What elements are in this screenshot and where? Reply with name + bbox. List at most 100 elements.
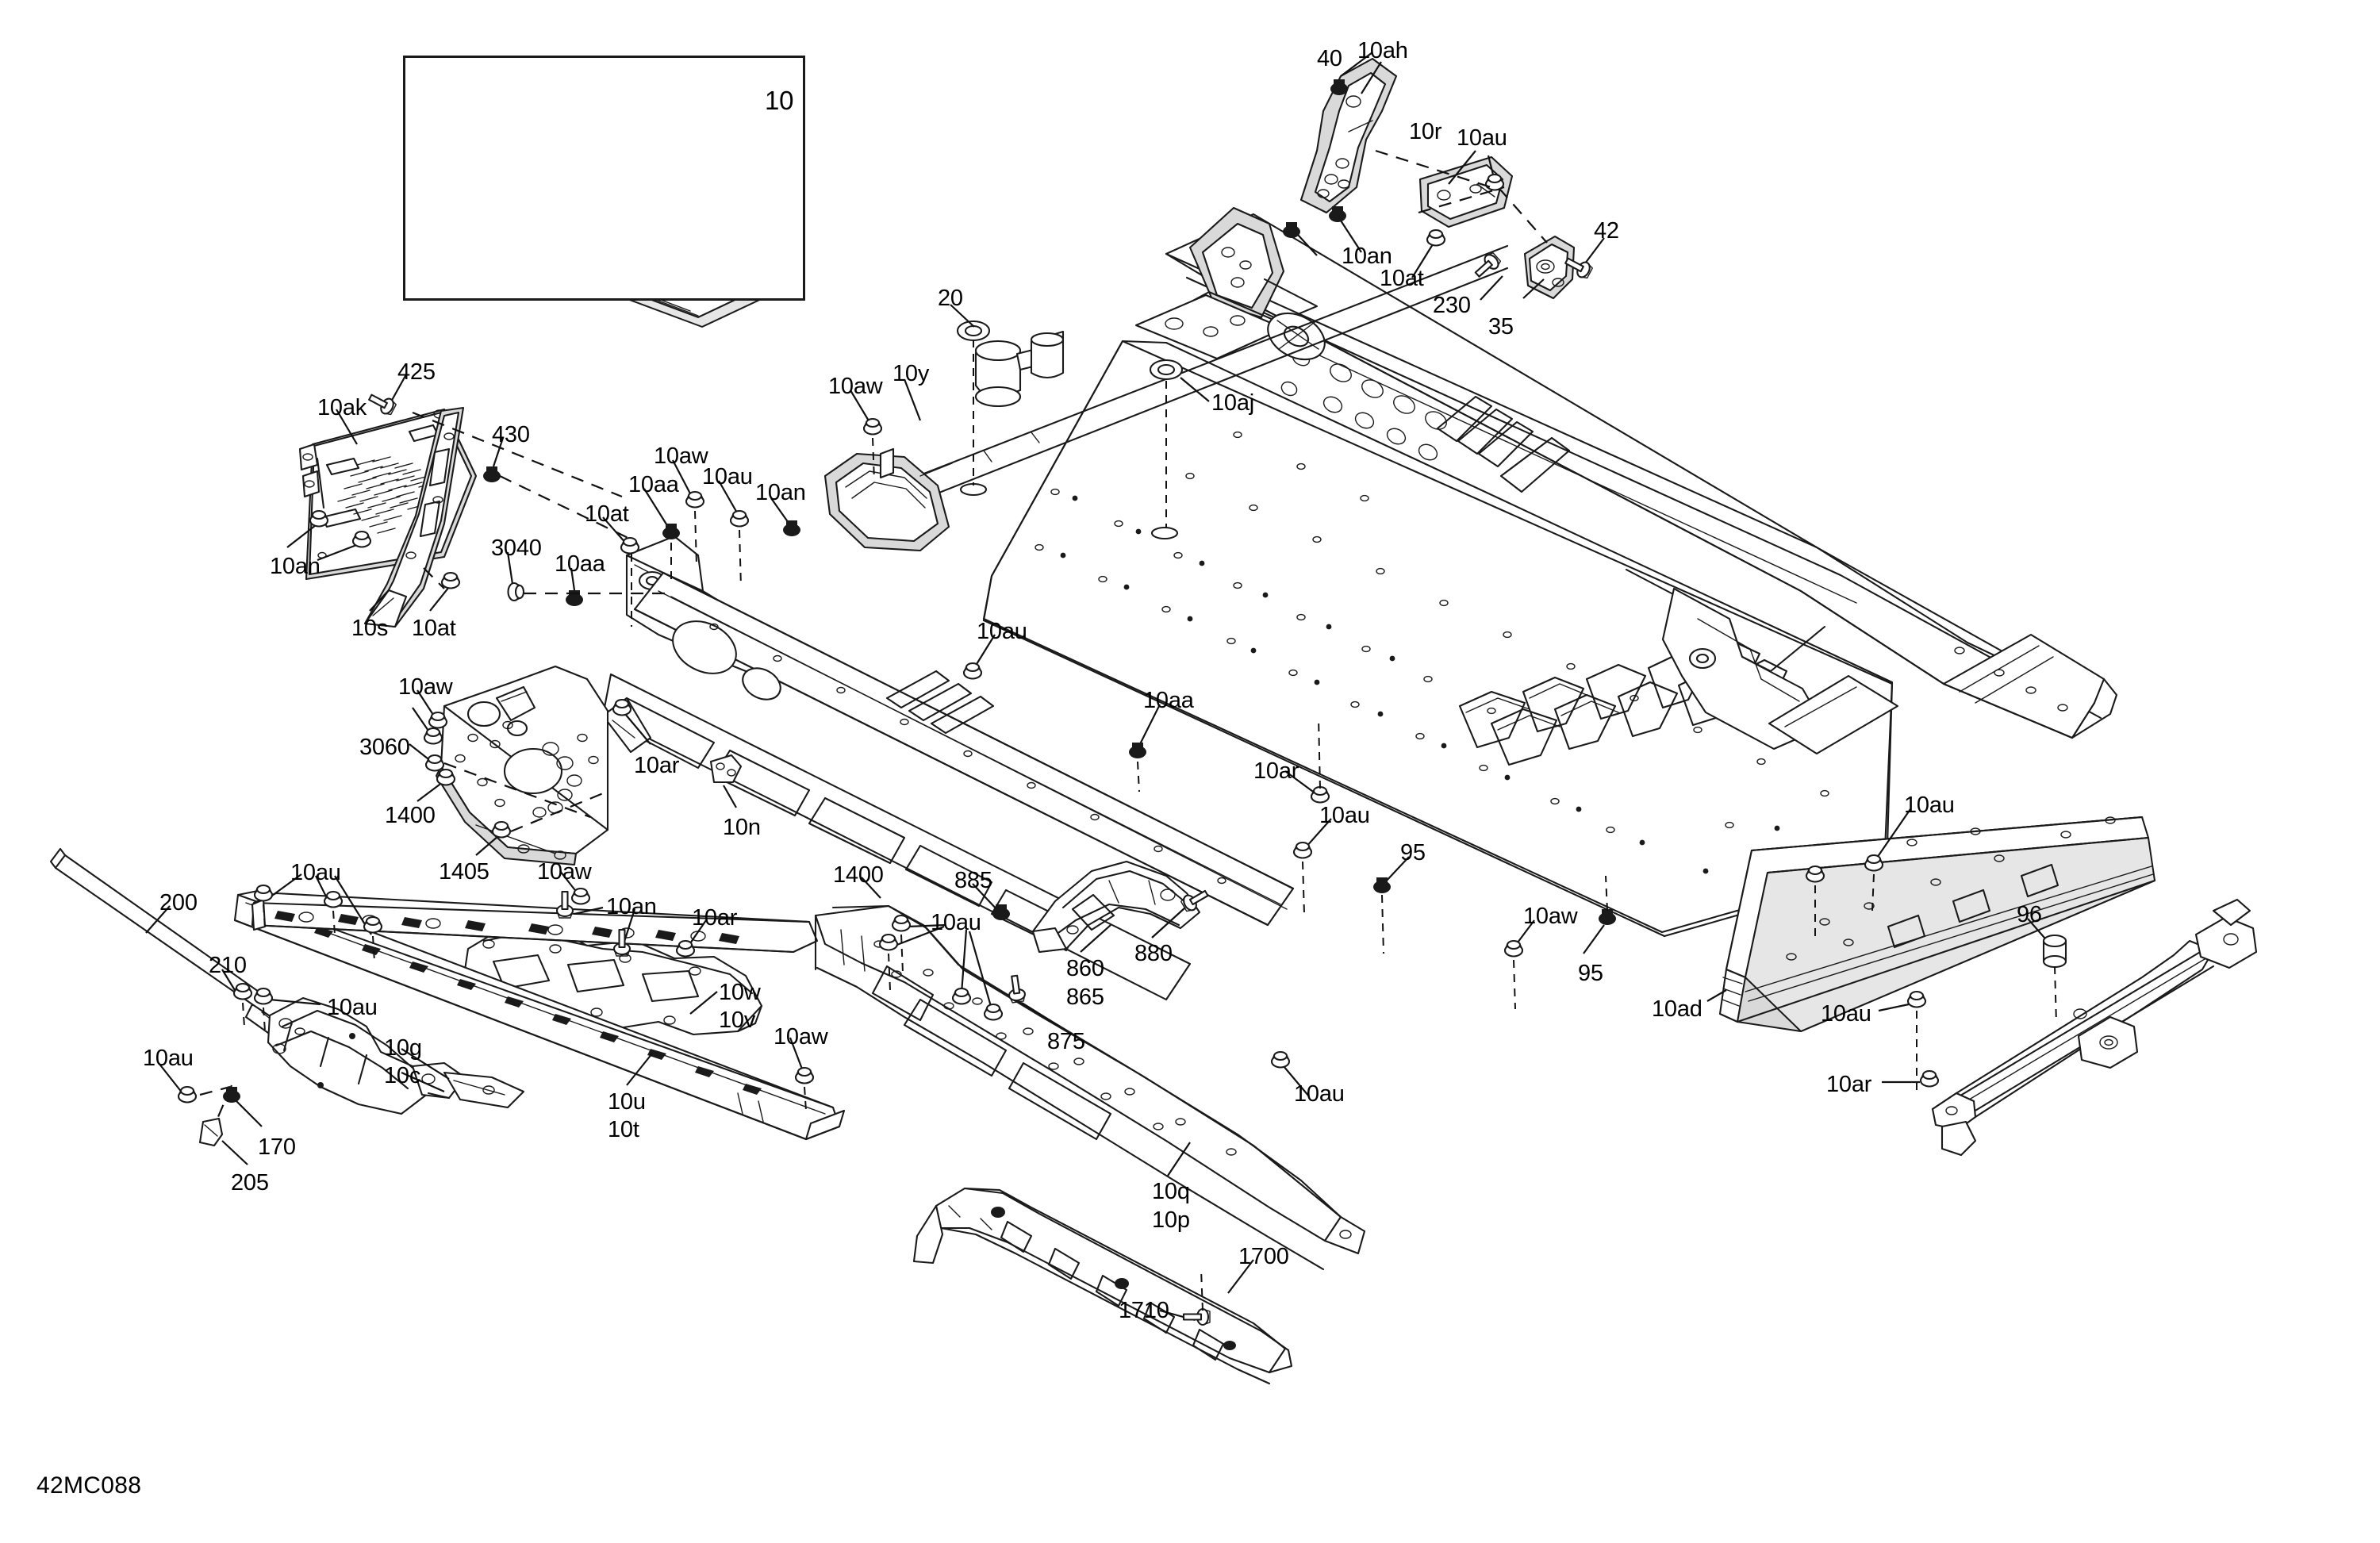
- part-callout-10aa: 10aa: [1143, 688, 1194, 713]
- part-callout-875: 875: [1047, 1029, 1085, 1054]
- part-10ah-bracket: [1299, 57, 1398, 214]
- part-10s-strut: [363, 406, 465, 628]
- part-callout-10ar: 10ar: [1253, 758, 1299, 784]
- part-callout-10ad: 10ad: [1652, 996, 1702, 1022]
- part-10ak-mesh-panel: [298, 408, 478, 581]
- part-callout-10aw: 10aw: [537, 859, 592, 885]
- part-callout-10au: 10au: [931, 910, 981, 935]
- part-callout-10au: 10au: [1904, 793, 1955, 818]
- part-200-rod-and-linkage: [49, 847, 525, 1115]
- part-callout-10aa: 10aa: [555, 551, 605, 577]
- fender-well: [823, 447, 953, 552]
- inset-detail-box: [403, 56, 805, 301]
- main-tunnel-panel: [982, 206, 2118, 938]
- part-callout-10y: 10y: [892, 361, 930, 386]
- part-callout-10ar: 10ar: [634, 753, 680, 778]
- part-callout-1700: 1700: [1238, 1244, 1289, 1269]
- part-callout-10an: 10an: [1342, 244, 1392, 269]
- vent-cylinder: [1030, 330, 1065, 379]
- part-callout-10s: 10s: [351, 616, 389, 641]
- part-callout-860: 860: [1066, 956, 1104, 981]
- extrusion-end-profile: [1718, 968, 1747, 1023]
- part-callout-10aw: 10aw: [654, 443, 708, 469]
- part-10r-bracket: [1418, 155, 1514, 228]
- part-860-865-strut: [1031, 860, 1201, 954]
- part-callout-205: 205: [231, 1170, 269, 1196]
- wall-slots: [1436, 395, 1571, 493]
- part-callout-10c: 10c: [384, 1063, 421, 1088]
- part-callout-10au: 10au: [977, 619, 1027, 644]
- part-callout-35: 35: [1488, 314, 1514, 340]
- part-callout-3040: 3040: [491, 535, 542, 561]
- part-callout-10: 10: [765, 86, 794, 115]
- part-35-bracket: [1523, 235, 1576, 300]
- part-callout-95: 95: [1578, 961, 1603, 986]
- side-rail-ribs: [885, 670, 995, 735]
- part-96-strut: [1931, 898, 2258, 1157]
- part-callout-10an: 10an: [606, 894, 657, 919]
- part-callout-865: 865: [1066, 985, 1104, 1010]
- part-callout-10au: 10au: [1319, 803, 1370, 828]
- part-callout-10ak: 10ak: [317, 395, 367, 420]
- part-callout-42: 42: [1594, 218, 1619, 244]
- part-callout-10ar: 10ar: [692, 905, 738, 931]
- floor-rivet-field: [1035, 431, 1829, 861]
- part-callout-1710: 1710: [1119, 1298, 1169, 1323]
- part-callout-3060: 3060: [359, 735, 410, 760]
- part-callout-10au: 10au: [702, 464, 753, 489]
- part-callout-10au: 10au: [1457, 125, 1507, 151]
- part-callout-425: 425: [397, 359, 436, 385]
- part-callout-10an: 10an: [270, 554, 321, 579]
- part-callout-10aa: 10aa: [628, 472, 679, 497]
- part-callout-10au: 10au: [143, 1046, 194, 1071]
- part-callout-10w: 10w: [719, 980, 761, 1005]
- part-callout-10g: 10g: [384, 1035, 422, 1061]
- part-callout-880: 880: [1134, 941, 1173, 966]
- part-callout-40: 40: [1317, 46, 1342, 71]
- part-callout-96: 96: [2017, 902, 2042, 927]
- part-callout-10ah: 10ah: [1357, 38, 1408, 63]
- part-callout-95: 95: [1400, 840, 1426, 866]
- part-callout-10t: 10t: [608, 1117, 639, 1142]
- part-callout-1400: 1400: [833, 862, 884, 888]
- heat-exchanger-clips: [1458, 641, 1788, 766]
- part-callout-20: 20: [938, 286, 963, 311]
- part-callout-10an: 10an: [755, 480, 806, 505]
- part-3060-bulkhead: [435, 665, 609, 866]
- part-callout-10r: 10r: [1409, 119, 1442, 144]
- part-callout-10au: 10au: [1821, 1001, 1871, 1027]
- sheet-code: 42MC088: [36, 1472, 142, 1499]
- part-callout-10q: 10q: [1152, 1179, 1190, 1204]
- part-callout-1405: 1405: [439, 859, 489, 885]
- panel-cutouts: [611, 697, 1081, 952]
- part-callout-10at: 10at: [1380, 266, 1424, 291]
- wall-lightening-holes: [1280, 351, 1447, 461]
- part-callout-10p: 10p: [1152, 1207, 1190, 1233]
- part-callout-200: 200: [159, 890, 198, 915]
- top-edge-rail-10y: [823, 244, 1509, 552]
- part-callout-10u: 10u: [608, 1089, 646, 1115]
- part-callout-210: 210: [209, 953, 247, 978]
- part-1700-rail: [912, 1187, 1293, 1385]
- part-callout-170: 170: [258, 1134, 296, 1160]
- part-callout-10aw: 10aw: [398, 674, 453, 700]
- part-callout-1400: 1400: [385, 803, 436, 828]
- crossmember-cutouts: [492, 954, 700, 1003]
- part-callout-10at: 10at: [412, 616, 456, 641]
- part-callout-10v: 10v: [719, 1008, 756, 1033]
- part-callout-430: 430: [492, 422, 530, 447]
- part-callout-10n: 10n: [723, 815, 761, 840]
- part-callout-10au: 10au: [327, 995, 378, 1020]
- part-callout-10au: 10au: [290, 860, 341, 885]
- part-10w-10v-crossmember: [462, 923, 763, 1036]
- mesh-texture: [337, 456, 437, 534]
- part-callout-10aj: 10aj: [1211, 390, 1255, 416]
- part-10ad-extrusion: [1718, 816, 2156, 1033]
- part-callout-885: 885: [954, 868, 992, 893]
- part-callout-10ar: 10ar: [1826, 1072, 1872, 1097]
- part-callout-10aw: 10aw: [774, 1024, 828, 1050]
- part-callout-10at: 10at: [585, 501, 629, 527]
- pivot-boss: [974, 340, 1041, 408]
